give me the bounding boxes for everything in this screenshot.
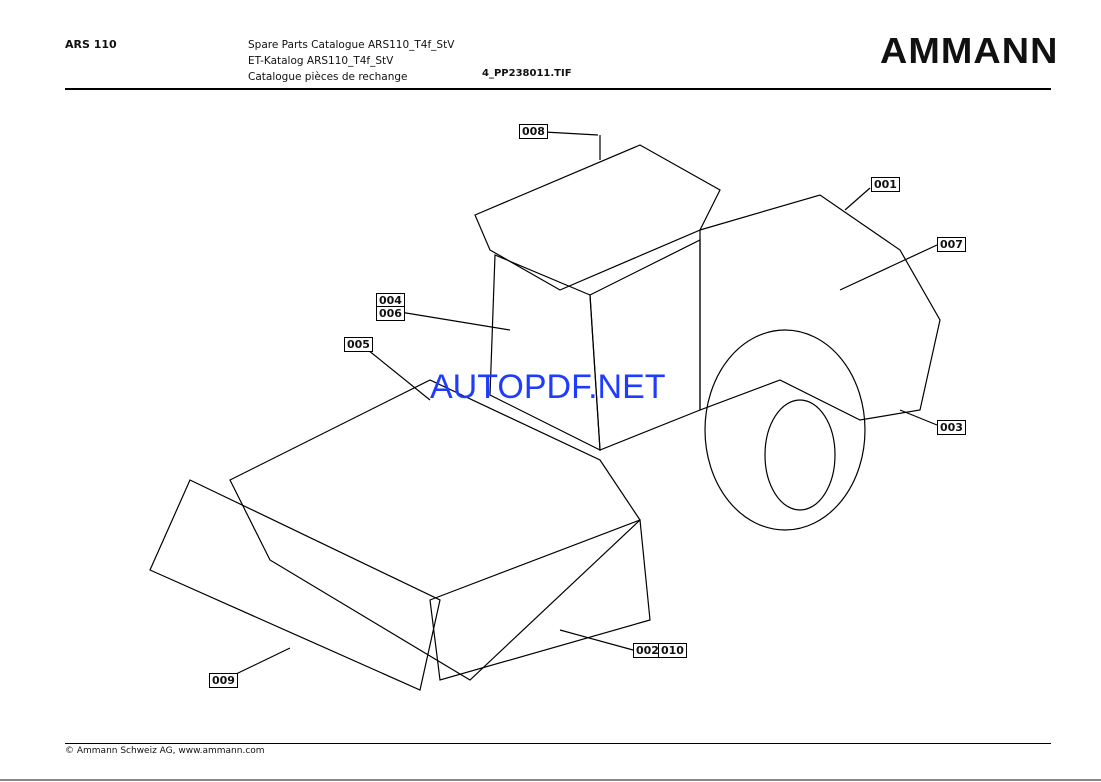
ammann-logo: AMMANN [880,30,1059,71]
callout-007: 007 [937,237,966,252]
rear-wheel [704,329,866,531]
footer-copyright: © Ammann Schweiz AG, www.ammann.com [65,746,265,756]
engine-hood [699,194,941,421]
callout-010: 010 [658,643,687,658]
cab-window [489,254,601,452]
callout-009: 009 [209,673,238,688]
callout-008: 008 [519,124,548,139]
callout-004: 004 [376,293,405,308]
cab-door [589,239,701,451]
title-en: Spare Parts Catalogue ARS110_T4f_StV [248,39,455,51]
dozer-blade [149,479,441,691]
title-fr: Catalogue pièces de rechange [248,71,408,83]
page-edge [0,779,1101,781]
cab-roof [474,144,721,291]
title-de: ET-Katalog ARS110_T4f_StV [248,55,394,67]
header-divider [65,88,1051,90]
model-name: ARS 110 [65,38,117,51]
catalogue-titles: Spare Parts Catalogue ARS110_T4f_StV ET-… [248,37,454,85]
callout-006: 006 [376,306,405,321]
file-name: 4_PP238011.TIF [482,68,572,79]
callout-003: 003 [937,420,966,435]
watermark: AUTOPDF.NET [430,368,666,406]
callout-005: 005 [344,337,373,352]
callout-002: 002 [633,643,662,658]
callout-001: 001 [871,177,900,192]
wheel-hub [764,399,836,511]
footer-divider [65,743,1051,744]
drum-frame [429,519,651,681]
